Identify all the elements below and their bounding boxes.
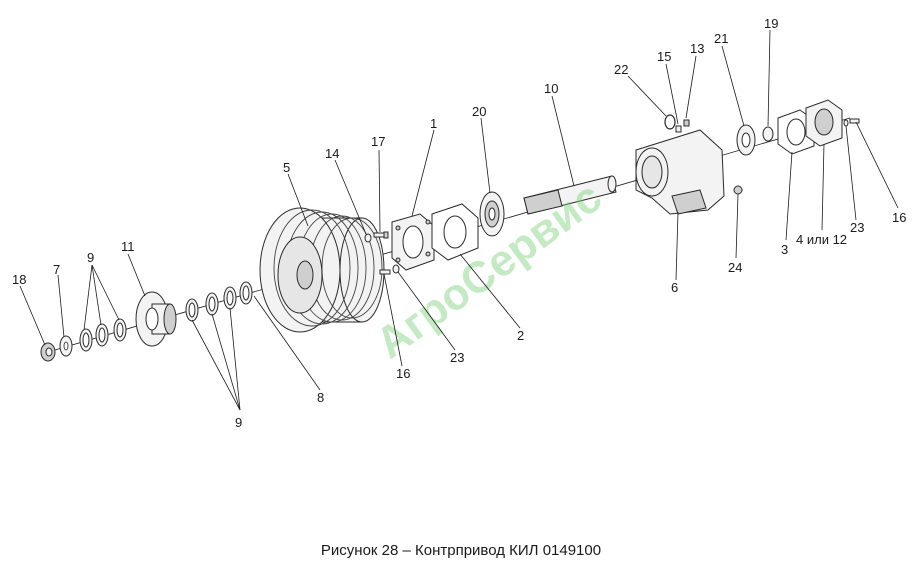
part-22-eye-bolt	[664, 114, 676, 130]
callout-21: 21	[714, 31, 728, 46]
callout-17: 17	[371, 134, 385, 149]
figure-caption: Рисунок 28 – Контрпривод КИЛ 0149100	[320, 542, 602, 559]
leader-lines	[19, 29, 899, 411]
callout-7: 7	[53, 262, 60, 277]
part-9-rings-left	[79, 318, 127, 352]
part-23-washer-lower	[392, 264, 400, 274]
callout-3: 3	[781, 242, 788, 257]
callout-16-right: 16	[892, 210, 906, 225]
callout-1: 1	[430, 116, 437, 131]
callout-11: 11	[121, 239, 135, 254]
part-24-drain-plug	[733, 185, 743, 195]
callout-13: 13	[690, 41, 704, 56]
callout-24: 24	[728, 260, 742, 275]
part-20-bearing	[479, 191, 505, 237]
part-18-nut	[40, 342, 56, 362]
callout-23-lower: 23	[450, 350, 464, 365]
callout-23-right: 23	[850, 220, 864, 235]
part-13-breather	[683, 119, 690, 127]
part-16-bolt-lower	[379, 269, 391, 275]
callout-10: 10	[544, 81, 558, 96]
callout-20: 20	[472, 104, 486, 119]
callout-9-right: 9	[235, 415, 242, 430]
part-1-flange	[391, 213, 435, 271]
callout-22: 22	[614, 62, 628, 77]
callout-9-left: 9	[87, 250, 94, 265]
callout-14: 14	[325, 146, 339, 161]
callout-15: 15	[657, 49, 671, 64]
part-23-washer-right	[843, 119, 849, 127]
part-21-bearing	[736, 124, 756, 156]
part-7-washer	[59, 335, 73, 357]
part-17-bolt	[373, 231, 389, 239]
part-11-hub	[135, 291, 177, 347]
callout-8: 8	[317, 390, 324, 405]
callout-5: 5	[283, 160, 290, 175]
part-15-plug	[675, 125, 682, 133]
part-16-bolt-right	[849, 118, 860, 124]
callout-18: 18	[12, 272, 26, 287]
part-14-washer	[364, 233, 372, 243]
part-4-or-12-cover	[805, 99, 843, 147]
part-6-housing	[635, 129, 725, 215]
callout-6: 6	[671, 280, 678, 295]
part-2-gasket	[431, 203, 479, 261]
part-19-ring	[762, 126, 774, 142]
callout-16-lower: 16	[396, 366, 410, 381]
callout-4-or-12: 4 или 12	[796, 232, 847, 247]
callout-19: 19	[764, 16, 778, 31]
part-9-rings-right	[185, 281, 253, 322]
part-5-pulley	[259, 207, 385, 333]
part-10-shaft	[523, 175, 617, 215]
part-3-gasket	[777, 109, 815, 155]
callout-2: 2	[517, 328, 524, 343]
